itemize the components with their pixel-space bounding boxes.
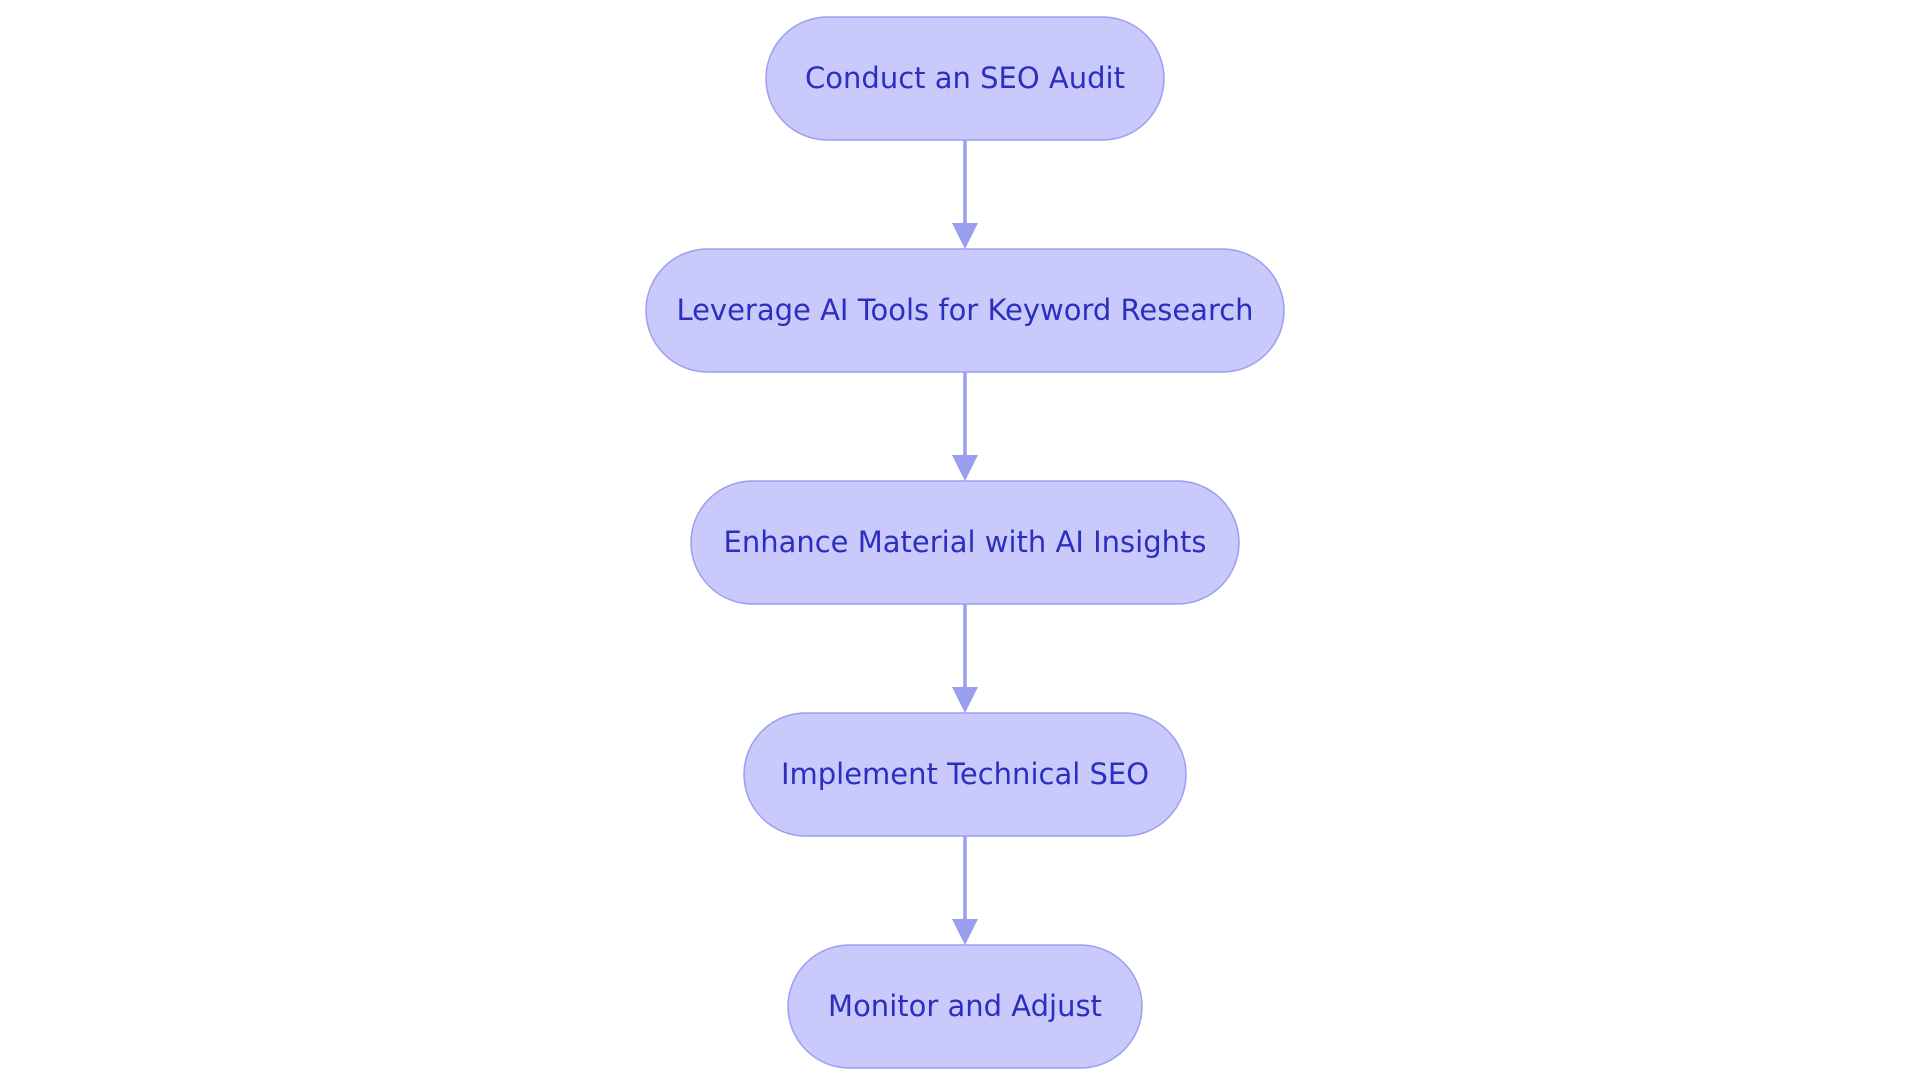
arrowhead <box>952 223 978 249</box>
node-implement-technical-seo: Implement Technical SEO <box>743 712 1187 837</box>
node-shape <box>690 480 1240 605</box>
node-label: Conduct an SEO Audit <box>805 61 1125 95</box>
node-shape <box>743 712 1187 837</box>
node-leverage-ai-tools: Leverage AI Tools for Keyword Research <box>645 248 1285 373</box>
edge-3 <box>952 604 978 713</box>
edge-4 <box>952 836 978 945</box>
node-conduct-seo-audit: Conduct an SEO Audit <box>765 16 1165 141</box>
node-shape <box>645 248 1285 373</box>
edge-2 <box>952 372 978 481</box>
node-enhance-material: Enhance Material with AI Insights <box>690 480 1240 605</box>
node-label: Implement Technical SEO <box>781 757 1149 791</box>
node-label: Enhance Material with AI Insights <box>724 525 1207 559</box>
arrowhead <box>952 455 978 481</box>
edge-1 <box>952 140 978 249</box>
node-monitor-and-adjust: Monitor and Adjust <box>787 944 1143 1069</box>
arrowhead <box>952 687 978 713</box>
node-shape <box>787 944 1143 1069</box>
node-shape <box>765 16 1165 141</box>
arrowhead <box>952 919 978 945</box>
node-label: Leverage AI Tools for Keyword Research <box>676 293 1253 327</box>
node-label: Monitor and Adjust <box>828 989 1102 1023</box>
